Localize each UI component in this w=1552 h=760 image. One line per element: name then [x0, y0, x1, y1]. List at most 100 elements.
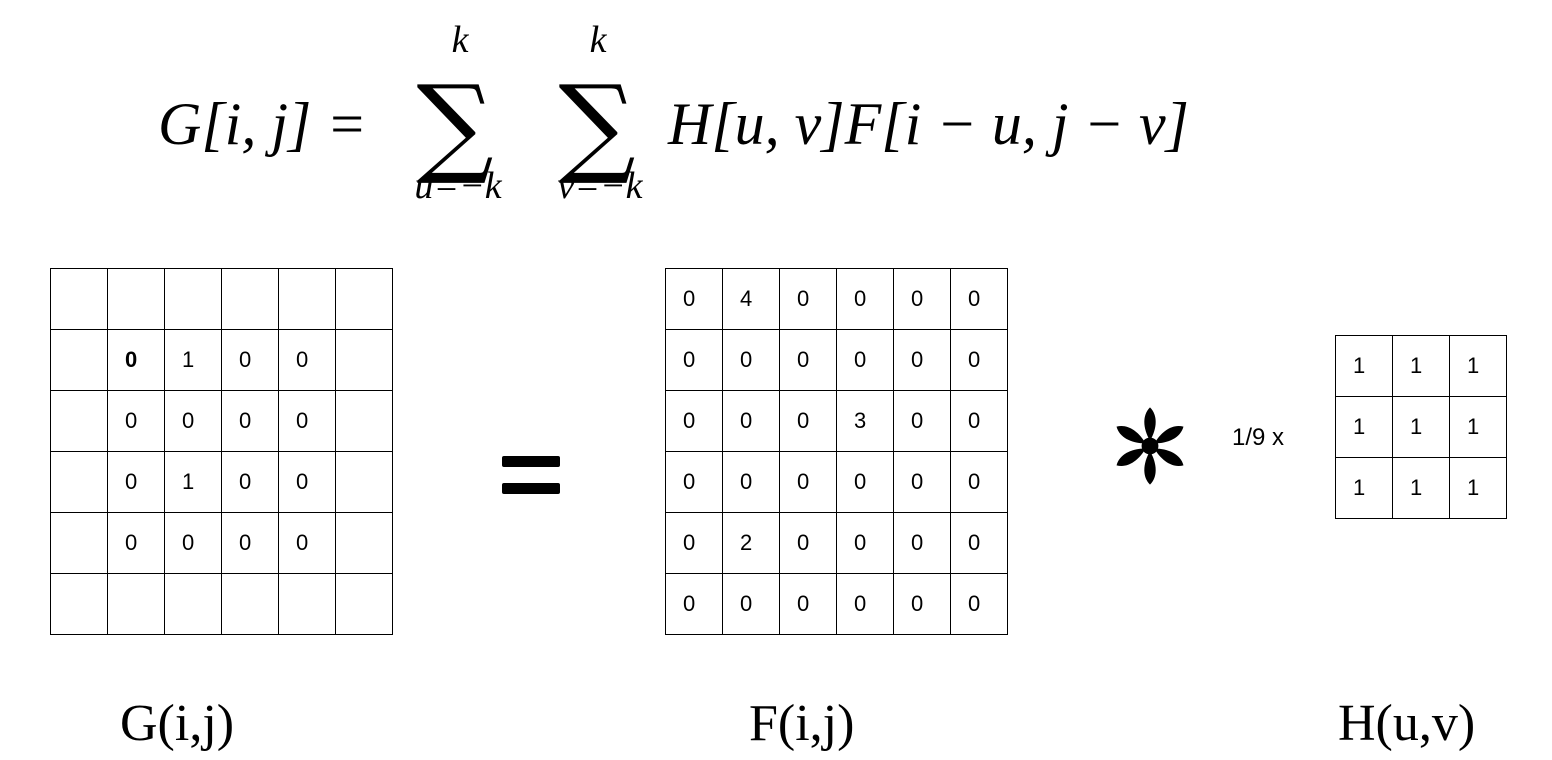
- grid-cell: 0: [950, 573, 1008, 635]
- grid-cell: 0: [665, 268, 723, 330]
- grid-row: 0 0 0 0 0 0: [665, 329, 1008, 391]
- grid-cell: [164, 268, 222, 330]
- sum1-symbol: ∑: [416, 63, 494, 188]
- grid-row: 0 0 0 0 0 0: [665, 451, 1008, 513]
- grid-cell: 0: [836, 268, 894, 330]
- grid-cell: [107, 268, 165, 330]
- grid-cell: 0: [221, 390, 279, 452]
- grid-row: 1 1 1: [1335, 335, 1507, 397]
- grid-cell: 0: [164, 512, 222, 574]
- grid-cell: [335, 512, 393, 574]
- equation-lhs: G[i, j] =: [158, 91, 367, 157]
- grid-cell: [278, 268, 336, 330]
- grid-row: 0 4 0 0 0 0: [665, 268, 1008, 330]
- grid-cell: 0: [836, 512, 894, 574]
- grid-cell: 0: [665, 451, 723, 513]
- grid-cell: 0: [836, 451, 894, 513]
- grid-row: 1 1 1: [1335, 396, 1507, 458]
- grid-cell: 1: [164, 451, 222, 513]
- kernel-scale-factor: 1/9 x: [1232, 424, 1285, 451]
- grid-cell: [335, 573, 393, 635]
- grid-cell: 0: [893, 329, 951, 391]
- grid-cell: 0: [722, 573, 780, 635]
- grid-cell: 0: [950, 329, 1008, 391]
- kernel-grid-label: H(u,v): [1338, 695, 1476, 752]
- grid-cell: [50, 390, 108, 452]
- grid-cell: [335, 268, 393, 330]
- grid-cell: 0: [665, 512, 723, 574]
- grid-row: 0 0 0 0 0 0: [665, 573, 1008, 635]
- grid-cell: 0: [722, 451, 780, 513]
- grid-cell: [335, 390, 393, 452]
- grid-cell: 0: [893, 573, 951, 635]
- grid-row: 0 2 0 0 0 0: [665, 512, 1008, 574]
- grid-cell: 0: [221, 451, 279, 513]
- grid-row: 0 0 0 0: [50, 390, 393, 452]
- grid-cell: 0: [278, 390, 336, 452]
- grid-cell: [50, 451, 108, 513]
- grid-cell: 1: [164, 329, 222, 391]
- grid-cell: 3: [836, 390, 894, 452]
- grid-cell: [50, 512, 108, 574]
- grid-cell: 1: [1392, 335, 1450, 397]
- highlighted-grid-cell: 0: [107, 329, 165, 391]
- sum2-lower-limit: v=−k: [557, 165, 643, 207]
- grid-cell: [335, 329, 393, 391]
- grid-row: 1 1 1: [1335, 457, 1507, 519]
- convolution-equation: G[i, j] = k ∑ u=−k k ∑ v=−k H[u, v]F[i −…: [0, 0, 1552, 230]
- grid-cell: [221, 268, 279, 330]
- equals-bar: [502, 483, 560, 494]
- equals-sign-icon: [502, 456, 560, 494]
- grid-cell: [221, 573, 279, 635]
- grid-cell: 0: [164, 390, 222, 452]
- grid-row: [50, 268, 393, 330]
- sum2-upper-limit: k: [589, 19, 607, 61]
- sum1-lower-limit: u=−k: [414, 165, 502, 207]
- grid-cell: 0: [107, 390, 165, 452]
- grid-cell: 0: [278, 512, 336, 574]
- grid-cell: 1: [1335, 457, 1393, 519]
- grid-cell: 0: [779, 573, 837, 635]
- grid-cell: 0: [107, 451, 165, 513]
- grid-cell: 1: [1335, 335, 1393, 397]
- grid-row: 0 0 0 3 0 0: [665, 390, 1008, 452]
- grid-cell: 1: [1449, 396, 1507, 458]
- grid-cell: 0: [893, 268, 951, 330]
- grid-cell: 0: [278, 329, 336, 391]
- grid-cell: 0: [836, 329, 894, 391]
- grid-cell: 0: [893, 512, 951, 574]
- grid-cell: 0: [665, 573, 723, 635]
- grid-cell: [50, 268, 108, 330]
- grid-cell: 1: [1392, 457, 1450, 519]
- grid-row: 0 1 0 0: [50, 451, 393, 513]
- grid-cell: [50, 329, 108, 391]
- grid-cell: 0: [722, 329, 780, 391]
- grid-cell: 0: [950, 390, 1008, 452]
- grid-cell: 0: [950, 512, 1008, 574]
- sum1-upper-limit: k: [451, 19, 469, 61]
- grid-cell: 0: [779, 390, 837, 452]
- grid-cell: 0: [893, 390, 951, 452]
- grid-row: 0 0 0 0: [50, 512, 393, 574]
- grid-cell: 0: [950, 451, 1008, 513]
- input-grid-label: F(i,j): [749, 695, 855, 752]
- grid-cell: 0: [779, 268, 837, 330]
- asterisk-icon: [1116, 407, 1184, 485]
- grid-cell: [164, 573, 222, 635]
- grid-cell: 0: [779, 451, 837, 513]
- grid-cell: [50, 573, 108, 635]
- grid-row: 0 1 0 0: [50, 329, 393, 391]
- grid-cell: 0: [779, 512, 837, 574]
- grid-cell: 0: [278, 451, 336, 513]
- grid-cell: 1: [1449, 335, 1507, 397]
- grid-cell: 0: [221, 512, 279, 574]
- grid-cell: 1: [1335, 396, 1393, 458]
- equals-bar: [502, 456, 560, 467]
- equation-rhs: H[u, v]F[i − u, j − v]: [668, 91, 1189, 157]
- grid-cell: 1: [1449, 457, 1507, 519]
- grid-cell: 0: [836, 573, 894, 635]
- grid-cell: 0: [221, 329, 279, 391]
- kernel-grid-h: 1 1 1 1 1 1 1 1 1: [1335, 335, 1507, 519]
- grid-cell: 0: [950, 268, 1008, 330]
- grid-cell: 0: [722, 390, 780, 452]
